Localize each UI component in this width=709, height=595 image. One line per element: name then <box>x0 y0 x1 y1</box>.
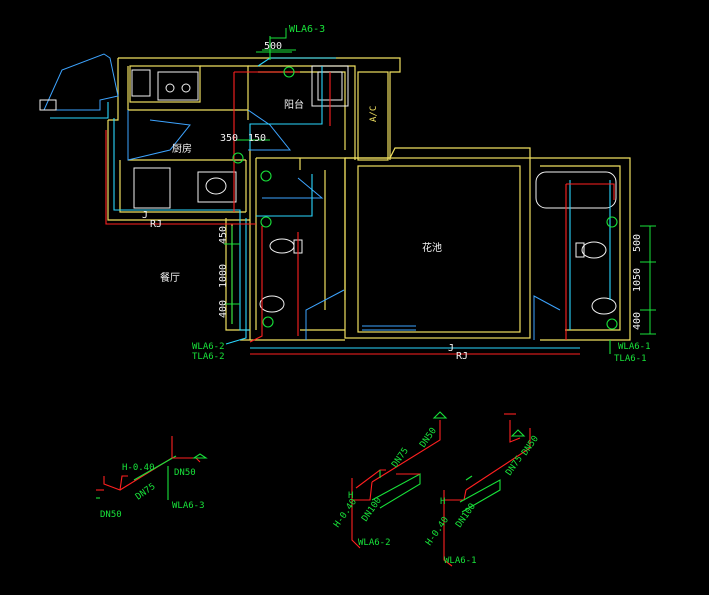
floor-drain <box>232 152 244 164</box>
iso-c-dn75: DN75 <box>504 454 525 478</box>
iso-c-dn50: DN50 <box>520 434 541 458</box>
stove-burner-right <box>181 83 191 93</box>
iso-diagram-wla6-1 <box>443 413 531 567</box>
cold-water-pipes <box>50 57 611 349</box>
label-tla6-2-plan: TLA6-2 <box>192 352 225 362</box>
label-dining: 餐厅 <box>160 271 180 284</box>
floor-drain <box>283 66 295 78</box>
iso-b-h: H <box>348 491 353 501</box>
label-balcony: 阳台 <box>284 98 304 111</box>
dim-500-right: 500 <box>632 234 643 252</box>
label-kitchen: 厨房 <box>172 142 192 155</box>
iso-a-dn50-1: DN50 <box>100 510 122 520</box>
dim-500-top: 500 <box>264 41 282 52</box>
dim-350: 350 <box>220 133 238 144</box>
toilet-left <box>269 238 295 254</box>
walls <box>107 57 631 341</box>
dim-150: 150 <box>248 133 266 144</box>
iso-c-wla6-1: WLA6-1 <box>444 556 477 566</box>
drain-pipes <box>232 36 618 354</box>
label-wla6-2-plan: WLA6-2 <box>192 342 225 352</box>
iso-b-dn75: DN75 <box>390 446 411 470</box>
iso-a-dn50-2: DN50 <box>174 468 196 478</box>
iso-a-wla6-3: WLA6-3 <box>172 501 205 511</box>
label-ac: A/C <box>369 106 379 122</box>
dim-1000: 1000 <box>218 264 229 288</box>
label-wla6-3-top: WLA6-3 <box>289 24 325 35</box>
dim-1050: 1050 <box>632 268 643 292</box>
floor-drain <box>606 318 618 330</box>
iso-diagram-wla6-3 <box>96 436 208 500</box>
iso-c-dn100: DN100 <box>454 502 478 530</box>
dimension-lines <box>224 28 656 335</box>
dim-400-left: 400 <box>218 300 229 318</box>
label-j-left: J <box>142 210 148 221</box>
iso-c-h040: H-0.40 <box>424 515 451 547</box>
iso-b-wla6-2: WLA6-2 <box>358 538 391 548</box>
dim-450: 450 <box>218 226 229 244</box>
floor-drain <box>260 216 272 228</box>
basin-right <box>591 297 617 315</box>
iso-c-h: H <box>440 497 445 507</box>
label-rj-left: RJ <box>150 219 162 230</box>
dim-400-right: 400 <box>632 312 643 330</box>
plan-text: WLA6-3 500 阳台 A/C 厨房 350 150 J RJ 450 10… <box>142 24 651 364</box>
label-wla6-1-plan: WLA6-1 <box>618 342 651 352</box>
iso-b-h040: H-0.40 <box>332 497 359 529</box>
label-j-bottom: J <box>448 343 454 354</box>
iso-diagram-wla6-2 <box>351 411 448 549</box>
stove-burner-left <box>165 83 175 93</box>
iso-a-h040: H-0.40 <box>122 463 155 473</box>
basin-left <box>259 295 285 313</box>
hot-water-pipes <box>105 71 615 355</box>
label-rj-bottom: RJ <box>456 351 468 362</box>
floor-drain <box>262 316 274 328</box>
toilet-right <box>581 241 607 259</box>
iso-b-dn50: DN50 <box>418 426 439 450</box>
floor-drain <box>260 170 272 182</box>
label-pool: 花池 <box>422 241 442 254</box>
kitchen-sink <box>205 177 227 195</box>
label-tla6-1-plan: TLA6-1 <box>614 354 647 364</box>
floor-drain <box>606 216 618 228</box>
iso-a-dn75: DN75 <box>134 482 158 503</box>
